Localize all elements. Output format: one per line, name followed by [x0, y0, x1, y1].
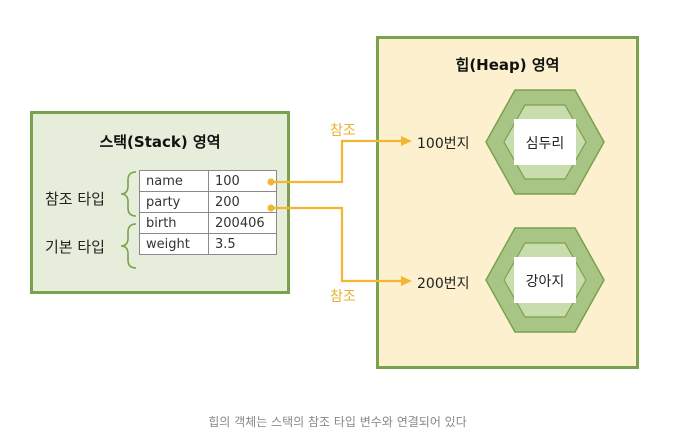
reference-label-bottom: 참조	[330, 289, 356, 305]
table-row: weight 3.5	[139, 233, 277, 255]
reference-arrow-1	[271, 139, 401, 184]
primitive-type-label: 기본 타입	[45, 238, 105, 256]
variables-table: name 100 party 200 birth 200406 weight 3…	[139, 170, 277, 255]
heap-address-1: 100번지	[417, 136, 470, 152]
arrowhead-icon	[401, 136, 412, 146]
var-name: name	[139, 170, 209, 192]
heap-object-label-2: 강아지	[525, 274, 565, 290]
heap-title: 힙(Heap) 영역	[455, 56, 560, 74]
table-row: party 200	[139, 191, 277, 213]
arrowhead-icon	[401, 276, 412, 286]
heap-object-label-1: 심두리	[525, 136, 565, 152]
reference-bracket	[120, 171, 137, 217]
var-value: 200406	[208, 212, 277, 234]
reference-type-label: 참조 타입	[45, 190, 105, 208]
reference-label-top: 참조	[330, 123, 356, 139]
var-value: 3.5	[208, 233, 277, 255]
var-name: party	[139, 191, 209, 213]
table-row: name 100	[139, 170, 277, 192]
heap-address-2: 200번지	[417, 276, 470, 292]
var-value: 100	[208, 170, 277, 192]
figure-caption: 힙의 객체는 스택의 참조 타입 변수와 연결되어 있다	[208, 415, 467, 429]
primitive-bracket	[120, 223, 137, 269]
reference-arrow-2	[271, 206, 401, 283]
stack-title: 스택(Stack) 영역	[99, 133, 221, 151]
